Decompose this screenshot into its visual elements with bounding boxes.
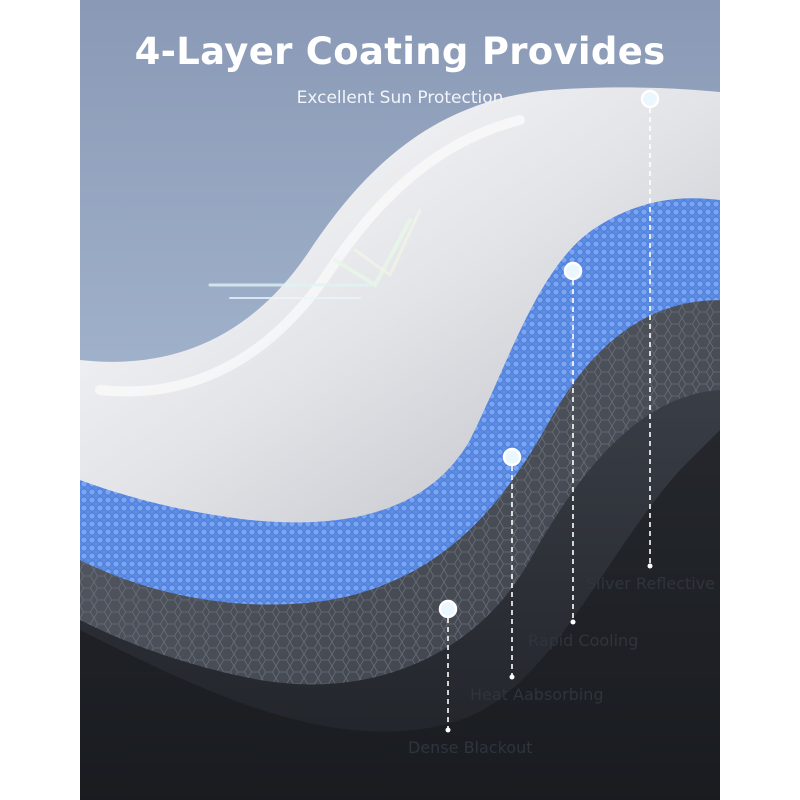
silver-highlight <box>95 115 525 397</box>
airflow-streaks <box>208 208 422 299</box>
label-heat-absorbing: Heat Aabsorbing <box>470 685 604 704</box>
label-rapid-cooling: Rapid Cooling <box>528 631 639 650</box>
page-title: 4-Layer Coating Provides <box>134 30 666 73</box>
layer-illustration <box>80 87 720 800</box>
leader-dense-blackout <box>438 599 458 733</box>
marker-dot-icon <box>438 599 458 619</box>
left-margin <box>0 0 80 800</box>
right-margin <box>720 0 800 800</box>
page-subtitle: Excellent Sun Protection <box>296 88 504 108</box>
label-silver-reflective: Silver Reflective <box>586 574 716 593</box>
blackout-layer-edge <box>80 430 720 800</box>
marker-dot-icon <box>563 261 583 281</box>
leader-heat-absorbing <box>502 447 522 680</box>
marker-dot-icon <box>502 447 522 467</box>
marker-dot-icon <box>640 89 660 109</box>
silver-reflective-layer <box>80 87 720 523</box>
illustration-panel: 4-Layer Coating Provides Excellent Sun P… <box>80 0 720 800</box>
rapid-cooling-texture <box>80 197 720 605</box>
leader-rapid-cooling <box>563 261 583 625</box>
label-dense-blackout: Dense Blackout <box>408 738 533 757</box>
leader-silver-reflective <box>640 89 660 569</box>
